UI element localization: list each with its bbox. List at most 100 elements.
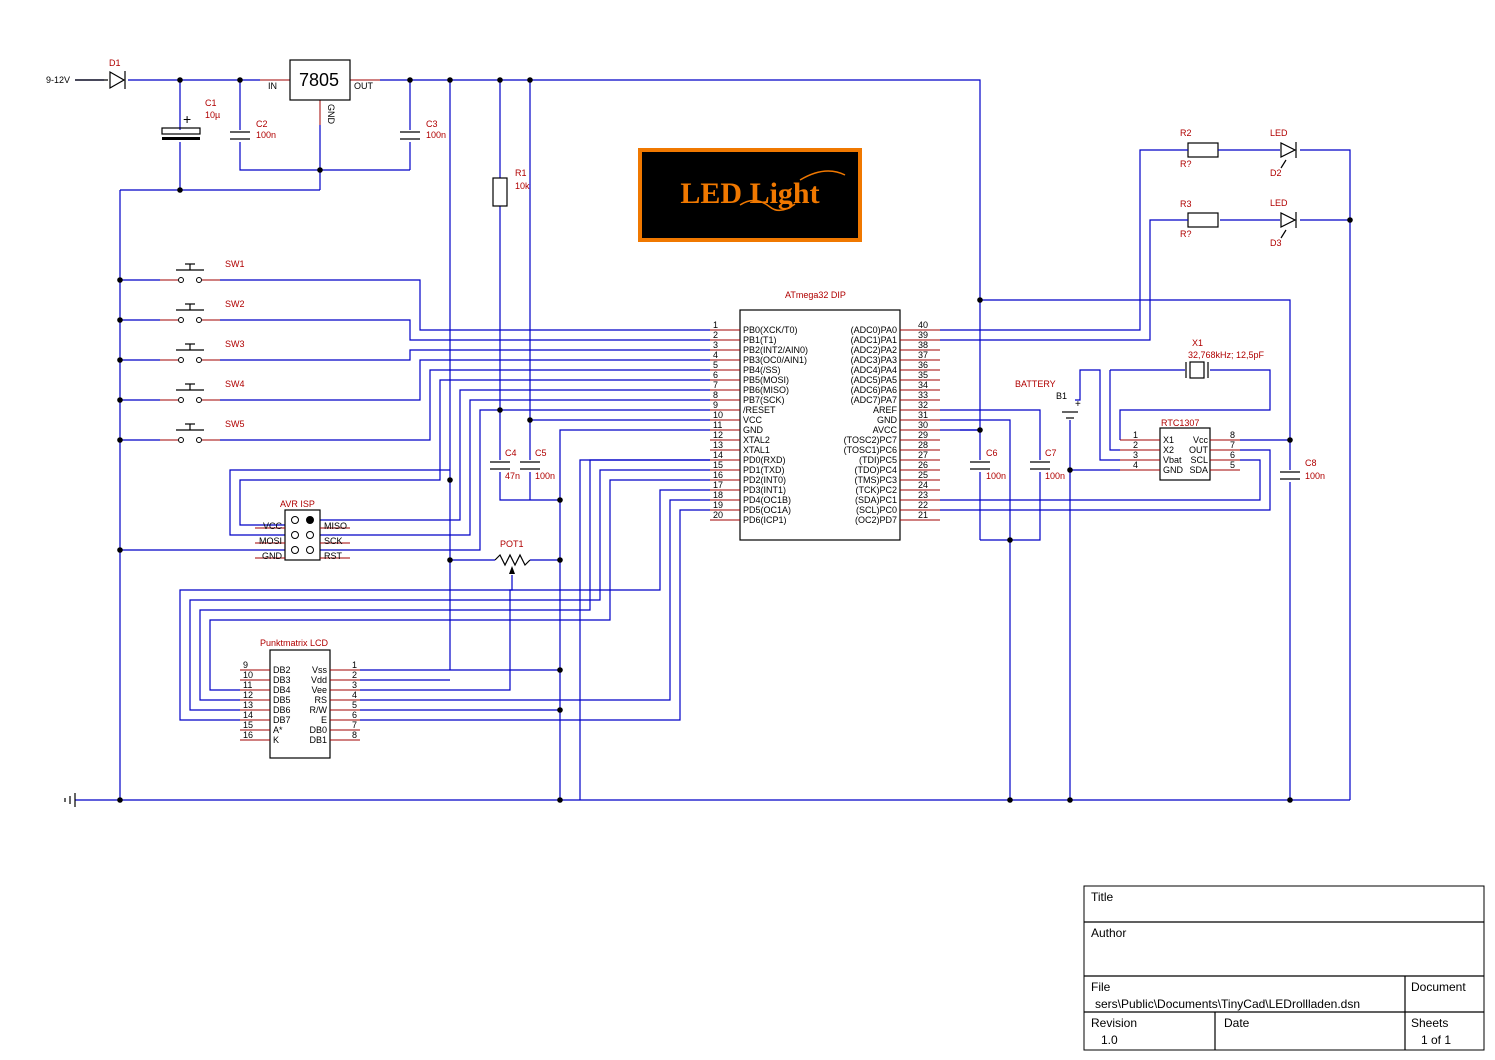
switch-label: SW5 (225, 419, 245, 429)
crystal-x1: X1 32,768kHz; 12,5pF (1185, 338, 1265, 379)
regulator-7805: 7805 IN OUT GND (260, 59, 380, 125)
c2-value: 100n (256, 130, 276, 140)
mcu-pin-number: 36 (918, 360, 928, 370)
mcu-pin-name: XTAL2 (743, 435, 770, 445)
mcu-pin-name: (ADC1)PA1 (851, 335, 897, 345)
lcd-pin-number: 11 (243, 680, 252, 690)
tb-revision-value: 1.0 (1101, 1033, 1118, 1047)
lcd-pin-name: DB3 (273, 675, 291, 685)
capacitor-c1: + C1 10µ (161, 98, 220, 140)
lcd-pin-name: R/W (310, 705, 328, 715)
rtc-pin-name: GND (1163, 465, 1184, 475)
c2-name: C2 (256, 119, 268, 129)
mcu-pin-name: (ADC4)PA4 (851, 365, 897, 375)
c3-value: 100n (426, 130, 446, 140)
mcu-pin-right: 27(TDI)PC5 (859, 450, 940, 465)
lcd-pin-name: RS (314, 695, 327, 705)
mcu-pin-number: 32 (918, 400, 928, 410)
c8-value: 100n (1305, 471, 1325, 481)
mcu-pin-name: PB5(MOSI) (743, 375, 789, 385)
c1-value: 10µ (205, 110, 220, 120)
switch-2: SW2 (160, 299, 245, 323)
lcd-pin-number: 6 (352, 710, 357, 720)
rtc-pin-name: Vcc (1193, 435, 1209, 445)
mcu-pin-right: 38(ADC2)PA2 (851, 340, 940, 355)
mcu-pin-name: (TCK)PC2 (855, 485, 897, 495)
mcu-pin-number: 30 (918, 420, 928, 430)
mcu-pin-name: PD5(OC1A) (743, 505, 791, 515)
lcd-pin-name: Vdd (311, 675, 327, 685)
rtc-pin-number: 8 (1230, 430, 1235, 440)
battery-b1: + BATTERY B1 (1015, 379, 1081, 419)
mcu-pin-name: GND (877, 415, 898, 425)
junctions (117, 77, 1353, 803)
mcu-pin-right: 33(ADC7)PA7 (851, 390, 940, 405)
mcu-pin-number: 35 (918, 370, 928, 380)
rtc-pin-number: 6 (1230, 450, 1235, 460)
resistor-r3: R3 R? (1170, 199, 1219, 239)
mcu-pin-name: VCC (743, 415, 763, 425)
isp-pin-left: GND (262, 551, 283, 561)
mcu-pin-right: 35(ADC5)PA5 (851, 370, 940, 385)
switch-5: SW5 (160, 419, 245, 443)
crystal-name: X1 (1192, 338, 1203, 348)
lcd-pin-name: DB5 (273, 695, 291, 705)
lcd-pin-name: K (273, 735, 279, 745)
mcu-pin-number: 13 (713, 440, 723, 450)
mcu-pin-number: 16 (713, 470, 723, 480)
c6-name: C6 (986, 448, 998, 458)
mcu-pin-number: 12 (713, 430, 723, 440)
svg-text:+: + (1075, 399, 1081, 410)
lcd-pin-number: 4 (352, 690, 357, 700)
lcd-pin-name: A* (273, 725, 283, 735)
mcu-pin-number: 17 (713, 480, 723, 490)
mcu-pin-name: (TDO)PC4 (855, 465, 898, 475)
mcu-pin-number: 22 (918, 500, 928, 510)
r2-name: R2 (1180, 128, 1192, 138)
capacitor-c2: C2 100n (230, 119, 276, 140)
lcd-pin-number: 7 (352, 720, 357, 730)
rtc-pin-name: X1 (1163, 435, 1174, 445)
lcd-pin-number: 3 (352, 680, 357, 690)
mcu-pin-name: PD3(INT1) (743, 485, 786, 495)
switch-4: SW4 (160, 379, 245, 403)
led-d3-name: D3 (1270, 238, 1282, 248)
rtc-pin-name: SCL (1190, 455, 1208, 465)
mcu-pin-right: 21(OC2)PD7 (855, 510, 940, 525)
diode-d1-icon (109, 70, 126, 90)
mcu-pin-number: 5 (713, 360, 718, 370)
mcu-pin-name: PD2(INT0) (743, 475, 786, 485)
mcu-pin-number: 28 (918, 440, 928, 450)
mcu-pin-number: 7 (713, 380, 718, 390)
c4-name: C4 (505, 448, 517, 458)
diode-d1-label: D1 (109, 58, 121, 68)
mcu-pin-left: 9/RESET (710, 400, 776, 415)
mcu-title: ATmega32 DIP (785, 290, 846, 300)
led-light-logo: LED Light (638, 148, 862, 242)
mcu-pin-name: GND (743, 425, 764, 435)
rtc-pin-name: X2 (1163, 445, 1174, 455)
mcu-pin-number: 6 (713, 370, 718, 380)
mcu-pin-right: 25(TMS)PC3 (855, 470, 940, 485)
isp-title: AVR ISP (280, 499, 315, 509)
regulator-label: 7805 (299, 70, 339, 90)
mcu-pin-number: 29 (918, 430, 928, 440)
mcu-pin-right: 26(TDO)PC4 (855, 460, 940, 475)
led-d2-type: LED (1270, 128, 1288, 138)
mcu-pin-name: PB2(INT2/AIN0) (743, 345, 808, 355)
rtc-pin-name: OUT (1189, 445, 1209, 455)
isp-pin-left: MOSI (259, 536, 282, 546)
